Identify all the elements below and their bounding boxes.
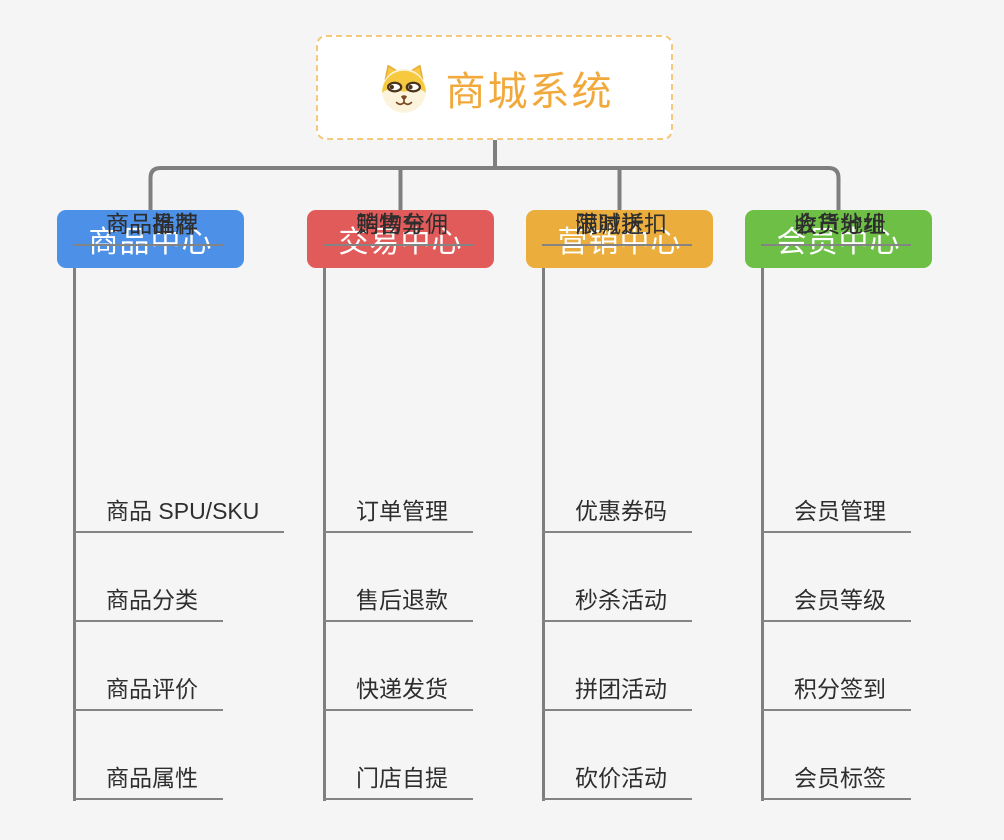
node-label: 订单管理: [323, 497, 473, 533]
node-flash-sale[interactable]: 秒杀活动: [542, 586, 692, 622]
branch-member-center: 会员中心 会员管理 会员等级 积分签到 会员标签 会员分组 收货地址: [745, 210, 945, 810]
node-label: 优惠券码: [542, 497, 692, 533]
branch-connector-line: [761, 268, 764, 801]
dog-icon: [376, 62, 432, 114]
branch-trade-center: 交易中心 订单管理 售后退款 快递发货 门店自提 购物车 销售分佣: [307, 210, 507, 810]
node-coupon-code[interactable]: 优惠券码: [542, 497, 692, 533]
node-product-spu-sku[interactable]: 商品 SPU/SKU: [73, 497, 285, 533]
node-label: 会员标签: [761, 764, 911, 800]
node-label: 砍价活动: [542, 764, 692, 800]
node-bargain-activity[interactable]: 砍价活动: [542, 764, 692, 800]
branch-connector-line: [73, 268, 76, 801]
node-label: 会员等级: [761, 586, 911, 622]
node-aftersale-refund[interactable]: 售后退款: [323, 586, 473, 622]
node-label: 商品属性: [73, 764, 223, 800]
branch-connector-line: [323, 268, 326, 801]
node-label: 售后退款: [323, 586, 473, 622]
node-product-review[interactable]: 商品评价: [73, 675, 223, 711]
root-title: 商城系统: [445, 69, 614, 114]
node-label: 快递发货: [323, 675, 473, 711]
node-group-buy[interactable]: 拼团活动: [542, 675, 692, 711]
node-label: 门店自提: [323, 764, 473, 800]
branch-head-product-center[interactable]: 商品中心: [57, 210, 244, 268]
node-product-category[interactable]: 商品分类: [73, 586, 223, 622]
node-full-reduction[interactable]: 满减送: [542, 210, 669, 246]
node-label: 会员管理: [761, 497, 911, 533]
branch-marketing-center: 营销中心 优惠券码 秒杀活动 拼团活动 砍价活动 限时折扣 满减送: [526, 210, 726, 810]
node-label: 销售分佣: [323, 210, 473, 246]
node-label: 满减送: [542, 210, 669, 246]
node-label: 积分签到: [761, 675, 911, 711]
node-label: 拼团活动: [542, 675, 692, 711]
node-member-management[interactable]: 会员管理: [761, 497, 911, 533]
branch-connector-line: [542, 268, 545, 801]
node-label: 商品分类: [73, 586, 223, 622]
branch-head-marketing-center[interactable]: 营销中心: [526, 210, 713, 268]
node-label: 收货地址: [761, 210, 911, 246]
node-shipping-address[interactable]: 收货地址: [761, 210, 911, 246]
node-member-tag[interactable]: 会员标签: [761, 764, 911, 800]
node-product-brand[interactable]: 商品品牌: [73, 210, 223, 246]
node-store-pickup[interactable]: 门店自提: [323, 764, 473, 800]
node-label: 商品品牌: [73, 210, 223, 246]
node-sales-commission[interactable]: 销售分佣: [323, 210, 473, 246]
node-order-management[interactable]: 订单管理: [323, 497, 473, 533]
node-express-delivery[interactable]: 快递发货: [323, 675, 473, 711]
branch-head-trade-center[interactable]: 交易中心: [307, 210, 494, 268]
node-member-level[interactable]: 会员等级: [761, 586, 911, 622]
node-label: 商品评价: [73, 675, 223, 711]
root-node[interactable]: 商城系统: [316, 35, 673, 140]
branch-head-member-center[interactable]: 会员中心: [745, 210, 932, 268]
branch-product-center: 商品中心 商品 SPU/SKU 商品分类 商品评价 商品属性 商品推荐 商品品牌: [57, 210, 285, 810]
node-label: 商品 SPU/SKU: [73, 497, 285, 533]
node-product-attribute[interactable]: 商品属性: [73, 764, 223, 800]
node-label: 秒杀活动: [542, 586, 692, 622]
node-points-checkin[interactable]: 积分签到: [761, 675, 911, 711]
